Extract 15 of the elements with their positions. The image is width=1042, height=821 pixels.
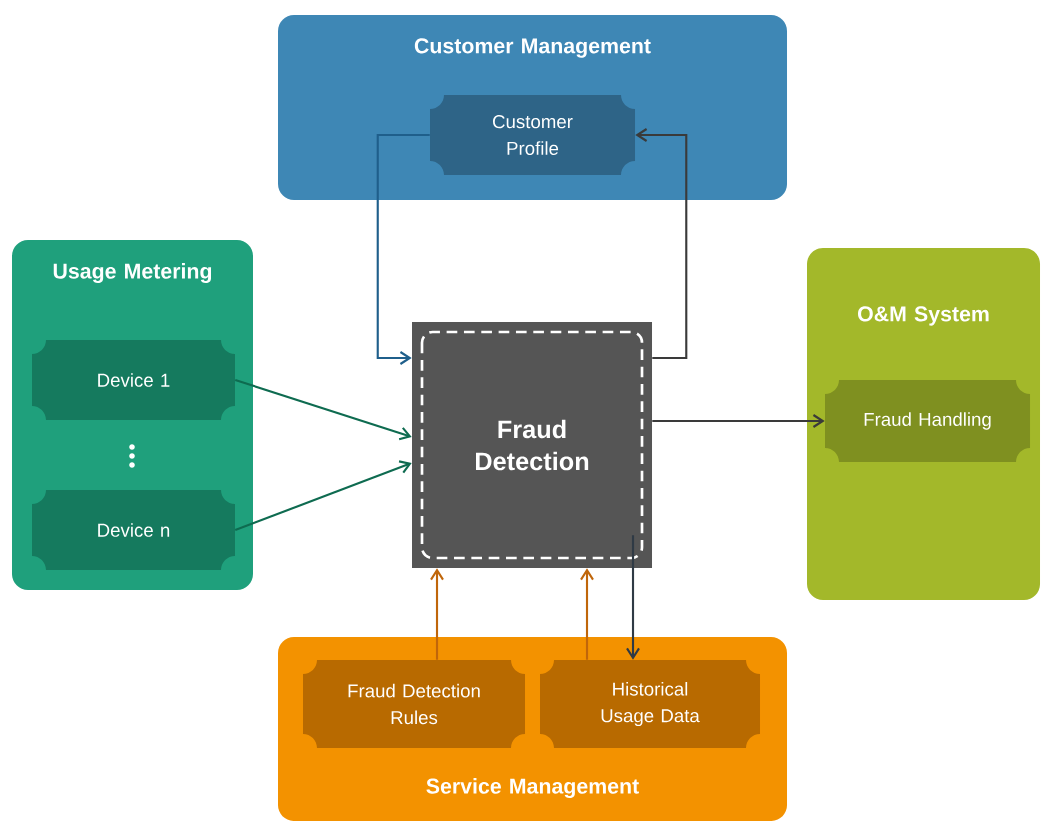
- component-box: Customer Profile: [430, 95, 635, 175]
- component-box: Device n: [32, 490, 235, 570]
- component-box: Historical Usage Data: [540, 660, 760, 748]
- arrow: [234, 460, 412, 531]
- arrow: [652, 414, 825, 428]
- arrow: [376, 133, 430, 365]
- component-box: Fraud Detection Rules: [303, 660, 525, 748]
- arrow: [635, 128, 688, 360]
- component-box: Fraud Handling: [825, 380, 1030, 462]
- arrow: [234, 379, 412, 441]
- process-box: Fraud Detection: [412, 322, 652, 568]
- arrow: [580, 568, 594, 660]
- component-box: Device 1: [32, 340, 235, 420]
- arrow: [626, 535, 640, 660]
- arrow: [430, 568, 444, 660]
